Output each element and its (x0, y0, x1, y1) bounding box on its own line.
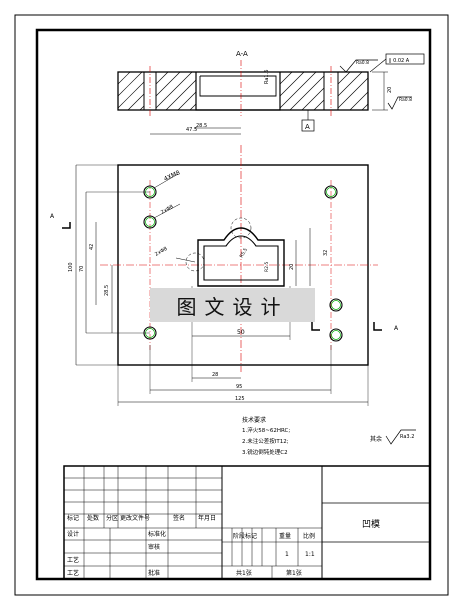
section-mark-left: A (50, 213, 55, 220)
screw-hole (324, 185, 338, 199)
dim-28-5-top: 28.5 (196, 123, 207, 129)
approve-label: 批准 (148, 569, 160, 577)
datum-a: A (305, 123, 310, 131)
height-dim: 20 (387, 87, 393, 93)
outer-border (14, 14, 449, 596)
notes-heading: 技术要求 (242, 416, 266, 424)
title-block-text: 标记 处数 分区 更改文件号 签名 年月日 设计 标准化 审核 工艺 工艺 批准… (67, 514, 380, 577)
finish-value: Ra3.2 (400, 434, 414, 440)
notes-line-1: 1.淬火58~62HRC; (242, 426, 290, 434)
section-view: A-A Ra1.6 (117, 50, 425, 135)
technical-notes: 技术要求 1.淬火58~62HRC; 2.未注公差按IT12; 3.锐边倒钝处理… (242, 416, 290, 456)
notes-line-3: 3.锐边倒钝处理C2 (242, 448, 288, 456)
pin-hole (329, 298, 343, 312)
section-hatch-right (279, 71, 369, 111)
notes-line-2: 2.未注公差按IT12; (242, 437, 289, 445)
pin-note-2: 2xΦ8 (154, 246, 168, 258)
standardize-label: 标准化 (148, 530, 166, 538)
holes-note: 4XM8 (163, 169, 181, 183)
sheet-number: 第1张 (286, 569, 302, 577)
parallelism-frame: ∥ 0.02 A (389, 58, 410, 64)
watermark: 图文设计 (150, 288, 315, 322)
dim-r-small: R2.5 (264, 262, 270, 272)
title-block (63, 465, 431, 580)
pin-hole (143, 215, 157, 229)
section-mark-right: A (394, 325, 399, 332)
row-label: 标记 (67, 514, 79, 522)
roughness-top: Ra0.8 (356, 60, 369, 66)
dim-28-5: 28.5 (104, 285, 110, 296)
surface-finish-general: 其余 Ra3.2 (370, 429, 416, 445)
finish-prefix: 其余 (370, 435, 382, 443)
dim-47-5: 47.5 (186, 127, 197, 133)
scale-value: 1:1 (305, 551, 315, 558)
dim-100: 100 (68, 262, 74, 272)
dim-32: 32 (323, 250, 329, 256)
dim-50: 50 (237, 329, 245, 336)
row-label: 更改文件号 (120, 514, 150, 522)
section-title: A-A (236, 50, 248, 58)
die-opening-inner (203, 235, 279, 281)
dim-42: 42 (89, 244, 95, 250)
dim-70: 70 (79, 266, 85, 272)
sheets-total: 共1张 (236, 569, 252, 577)
die-opening-outer (197, 227, 285, 287)
weight-value: 1 (285, 551, 289, 558)
stage-mark-label: 阶段标记 (233, 532, 257, 540)
process-label-2: 工艺 (67, 569, 79, 577)
design-label: 设计 (67, 530, 79, 538)
ra16-label: Ra1.6 (264, 70, 270, 84)
row-label: 签名 (173, 514, 185, 522)
dim-28: 28 (212, 372, 218, 378)
row-label: 年月日 (198, 514, 216, 522)
review-label: 审核 (148, 543, 160, 551)
row-label: 处数 (87, 514, 99, 522)
dim-95: 95 (236, 384, 242, 390)
dim-125: 125 (235, 396, 245, 402)
dim-r-mid: R5.5 (239, 247, 249, 259)
section-hatch-left (117, 71, 197, 111)
weight-label: 重量 (279, 532, 291, 540)
part-name: 凹模 (362, 519, 380, 530)
dim-20: 20 (289, 264, 295, 270)
row-label: 分区 (106, 514, 118, 522)
pin-note: 2xΦ8 (160, 204, 174, 216)
scale-label: 比例 (303, 532, 315, 540)
roughness-right: Ra0.8 (399, 97, 412, 103)
screw-hole (329, 328, 343, 342)
plan-view: 4XM8 2xΦ8 2xΦ8 100 70 42 28.5 20 32 R2.5… (50, 145, 399, 406)
process-label: 工艺 (67, 556, 79, 564)
